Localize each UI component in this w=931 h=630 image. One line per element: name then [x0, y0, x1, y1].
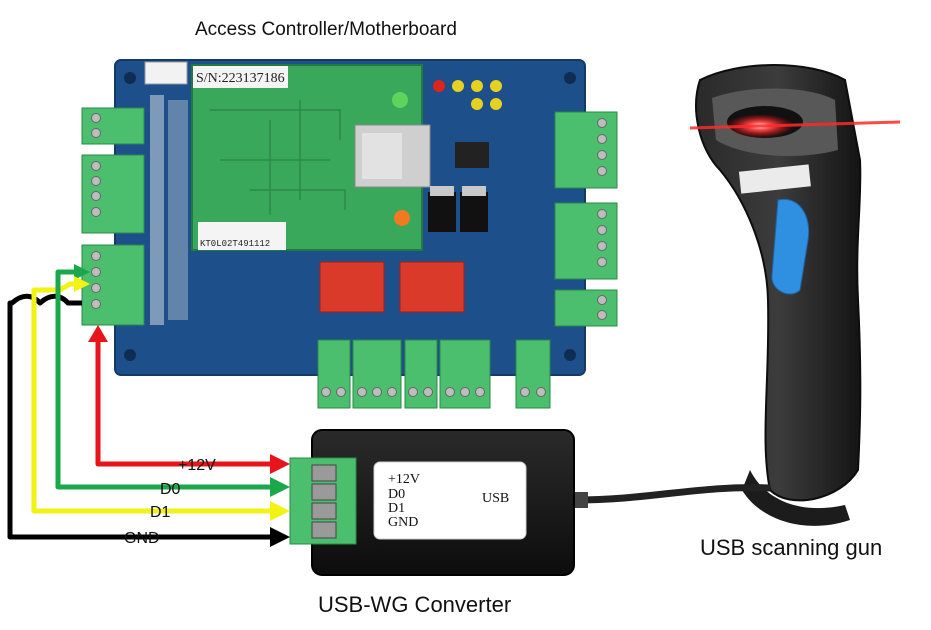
arrow-d0-board [74, 264, 90, 280]
wire-label-12v: +12V [178, 457, 216, 474]
wire-d1 [31, 281, 270, 514]
bottom-terminal-blocks [317, 339, 551, 409]
sticker-line-12v: +12V [388, 472, 420, 487]
controller-title: Access Controller/Motherboard [195, 19, 457, 40]
right-terminal-blocks [554, 111, 618, 327]
sticker-line-d0: D0 [388, 487, 405, 502]
usb-scanner-gun [689, 64, 901, 526]
arrow-d1-board [74, 276, 90, 292]
wire-d0 [55, 269, 270, 490]
sticker-line-gnd: GND [388, 515, 418, 530]
arrow-d1-converter [270, 501, 290, 521]
network-module: S/N:223137186 KT0L02T491112 [191, 64, 431, 251]
scanner-title: USB scanning gun [700, 535, 882, 560]
sticker-usb-label: USB [482, 491, 509, 506]
arrow-gnd-converter [270, 527, 290, 547]
status-leds [433, 80, 502, 110]
usb-wg-converter: +12V D0 D1 GND USB [289, 429, 575, 576]
serial-number: S/N:223137186 [196, 71, 285, 86]
usb-cable [574, 484, 771, 504]
arrow-12v-board [88, 325, 108, 342]
module-code: KT0L02T491112 [200, 239, 270, 249]
sticker-line-d1: D1 [388, 501, 405, 516]
wire-12v [95, 338, 270, 467]
access-controller-board: S/N:223137186 KT0L02T491112 [81, 59, 618, 409]
left-terminal-blocks [81, 107, 145, 326]
converter-title: USB-WG Converter [318, 592, 511, 617]
wire-gnd [7, 293, 270, 540]
wire-label-gnd: GND [124, 530, 160, 547]
wire-label-d1: D1 [150, 504, 171, 521]
arrow-12v-converter [270, 454, 290, 474]
wire-label-d0: D0 [160, 481, 181, 498]
arrow-d0-converter [270, 477, 290, 497]
